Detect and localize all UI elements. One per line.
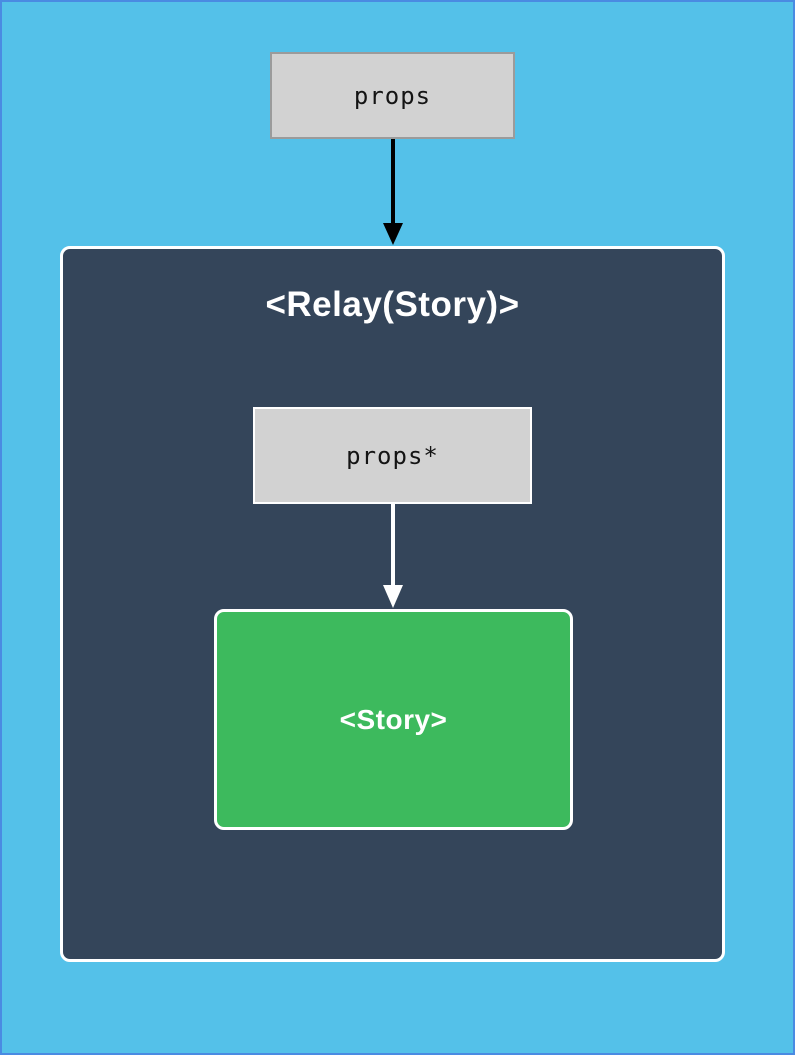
story-box: <Story> — [214, 609, 573, 830]
props-star-box: props* — [253, 407, 532, 504]
relay-story-container: <Relay(Story)> props* <Story> — [60, 246, 725, 962]
relay-container-title: <Relay(Story)> — [265, 285, 520, 324]
arrow-down-icon — [383, 139, 403, 245]
props-star-box-label: props* — [346, 441, 439, 470]
arrow-down-icon — [383, 504, 403, 608]
story-box-label: <Story> — [339, 703, 448, 735]
props-box: props — [270, 52, 515, 139]
props-box-label: props — [353, 81, 432, 110]
